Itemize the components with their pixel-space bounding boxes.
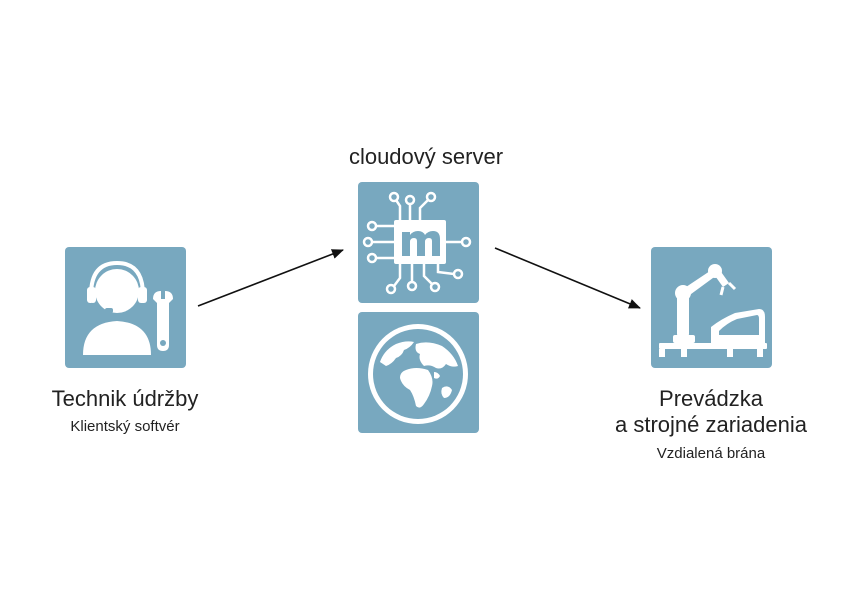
plant-title-line1: Prevádzka [659,386,763,411]
technician-subtitle: Klientský softvér [70,418,180,435]
plant-tile [651,247,772,368]
globe-icon [368,324,468,424]
server-logo-tile [358,182,479,303]
circuit-m-logo-icon [362,191,472,295]
plant-title-line2: a strojné zariadenia [614,412,807,437]
plant-subtitle: Vzdialená brána [656,445,766,462]
arrow-server-to-plant [494,247,641,309]
server-title: cloudový server [348,144,504,169]
arrow-technician-to-server [197,249,344,307]
support-headset-wrench-icon [83,260,173,355]
technician-title: Technik údržby [51,386,199,411]
technician-tile [65,247,186,368]
server-globe-tile [358,312,479,433]
robot-arm-car-icon [659,264,767,357]
